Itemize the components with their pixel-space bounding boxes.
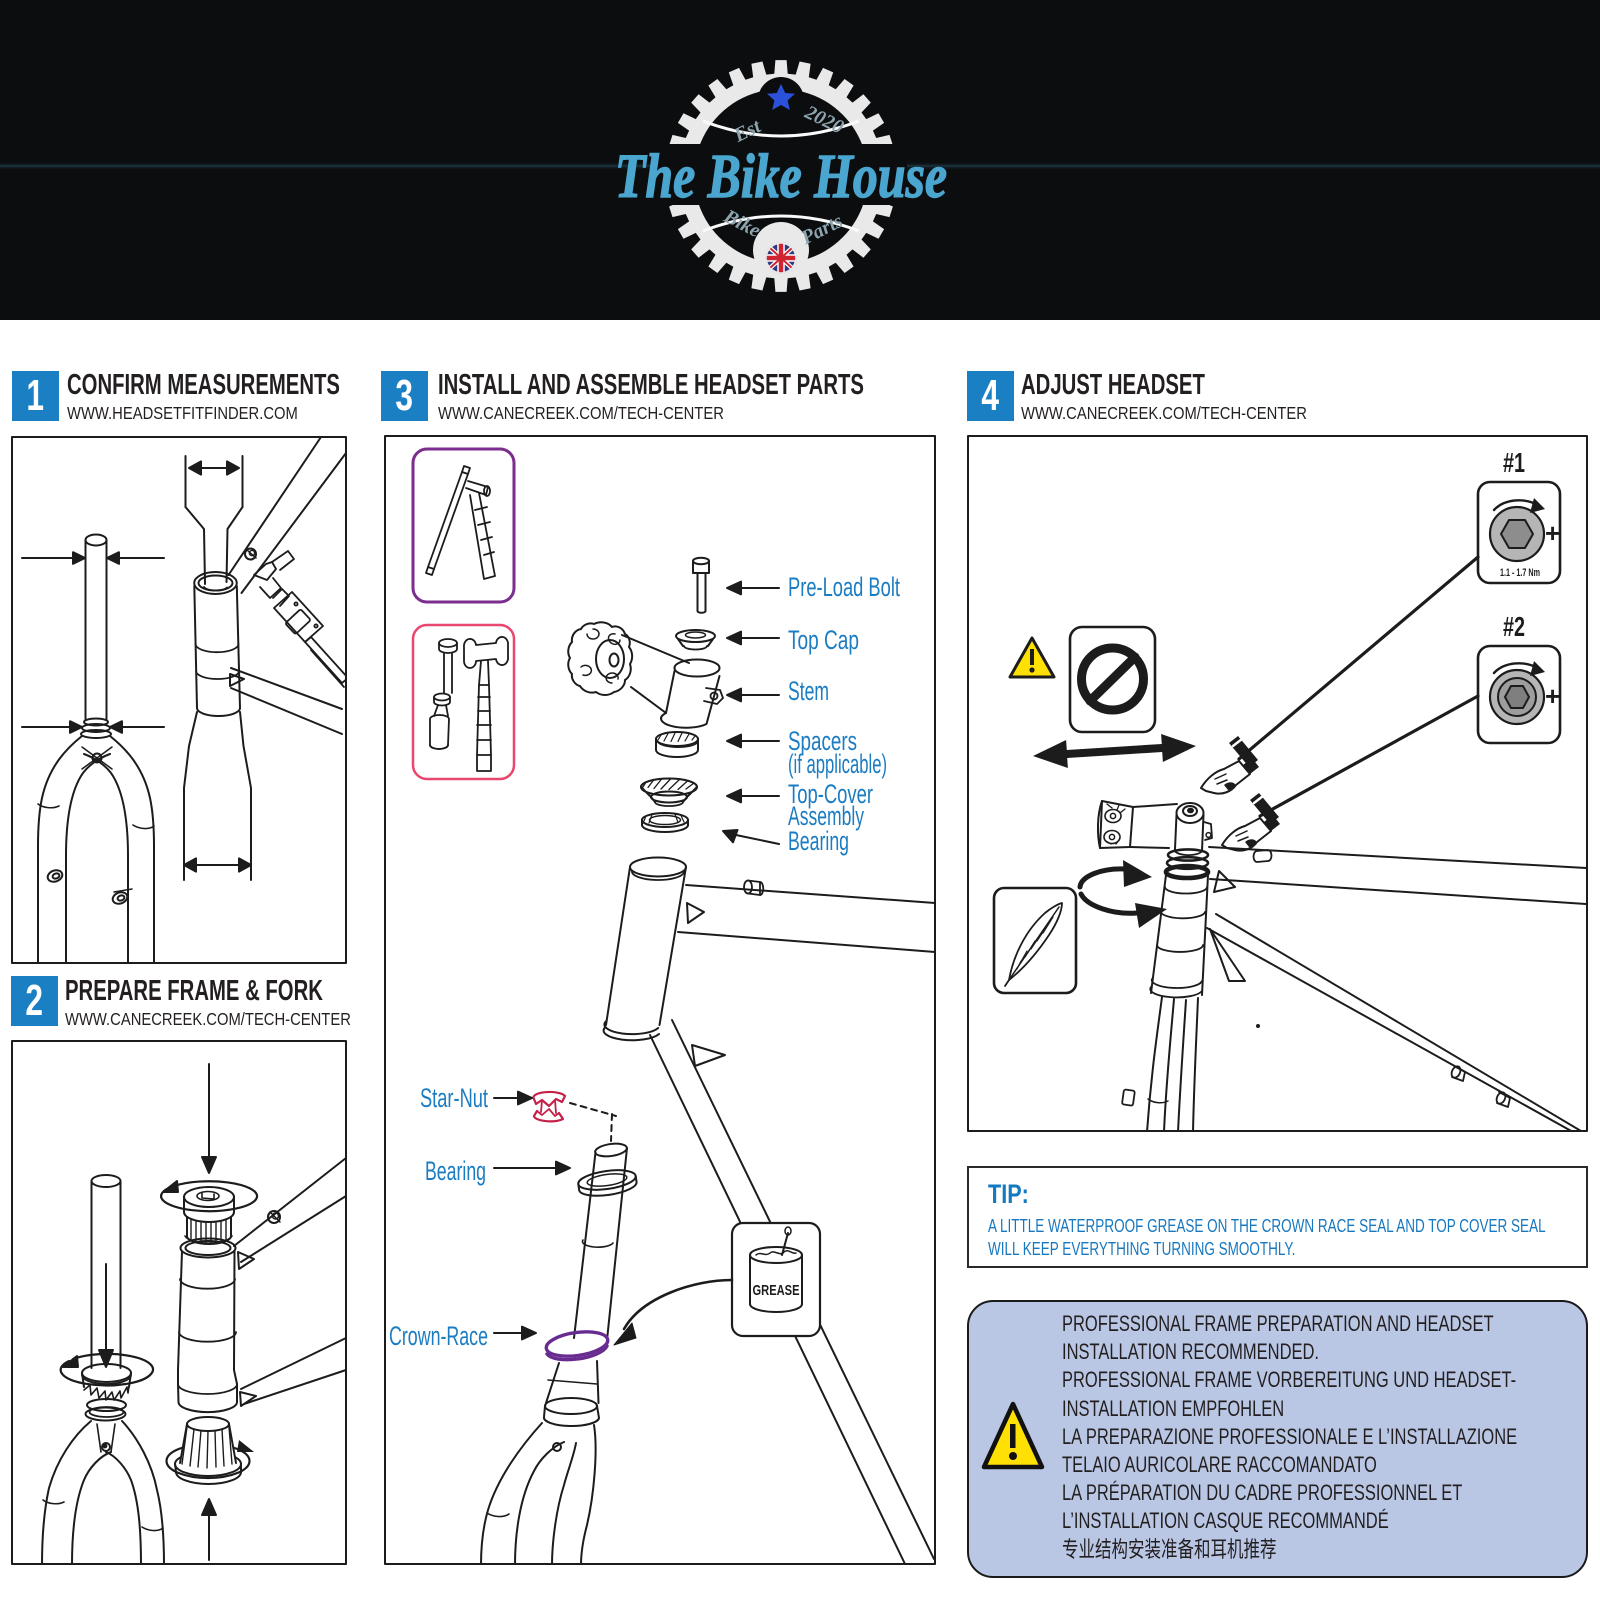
svg-text:1.1 - 1.7 Nm: 1.1 - 1.7 Nm (1500, 567, 1540, 579)
svg-text:(if applicable): (if applicable) (788, 749, 887, 779)
svg-text:Assembly: Assembly (788, 801, 864, 831)
svg-text:Crown-Race: Crown-Race (389, 1321, 488, 1351)
svg-text:+: + (1545, 681, 1560, 711)
svg-text:Star-Nut: Star-Nut (420, 1083, 488, 1113)
svg-text:GREASE: GREASE (753, 1282, 800, 1299)
svg-text:Bearing: Bearing (788, 826, 849, 856)
svg-text:Bearing: Bearing (425, 1156, 486, 1186)
svg-text:The Bike House: The Bike House (615, 143, 947, 211)
svg-text:+: + (1545, 518, 1560, 548)
svg-text:#2: #2 (1503, 611, 1525, 642)
svg-text:Top Cap: Top Cap (788, 625, 859, 655)
svg-text:Spacers: Spacers (788, 726, 857, 756)
svg-text:Stem: Stem (788, 676, 829, 706)
svg-text:#1: #1 (1503, 447, 1525, 478)
svg-text:Top-Cover: Top-Cover (788, 779, 873, 809)
svg-text:Pre-Load Bolt: Pre-Load Bolt (788, 572, 900, 602)
